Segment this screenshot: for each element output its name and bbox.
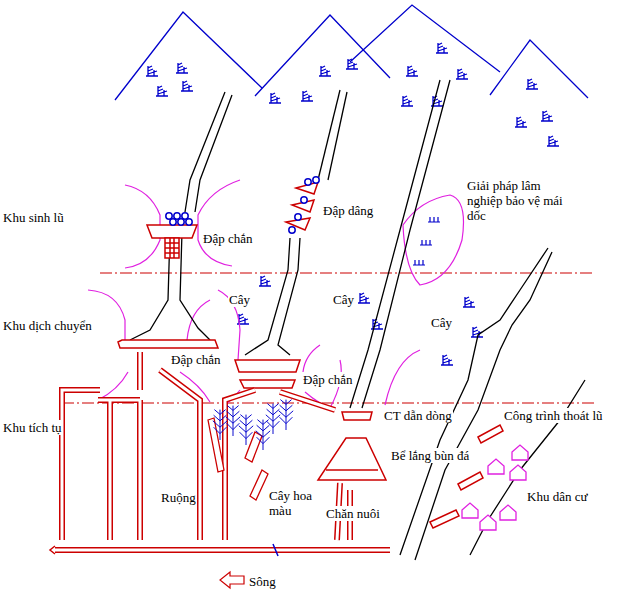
structure-label: Công trình thoát lũ — [503, 408, 604, 423]
zone-label: Khu sinh lũ — [2, 210, 65, 225]
area-label: Ruộng — [160, 490, 197, 505]
structure-label: Đập dâng — [322, 203, 374, 218]
area-label: Chăn nuôi — [325, 506, 381, 521]
tree-label: Cây — [332, 292, 355, 307]
structure-label: Đập chắn — [302, 372, 353, 387]
structure-label: Bể lắng bùn đá — [390, 448, 470, 463]
zone-label: Khu tích tụ — [2, 420, 63, 435]
area-label: Cây hoa màu — [268, 488, 322, 518]
tree-label: Cây — [228, 292, 251, 307]
structure-label: Đập chắn — [202, 231, 253, 246]
area-label: Khu dân cư — [526, 489, 588, 504]
zone-label: Khu dịch chuyển — [2, 318, 93, 333]
tree-label: Cây — [430, 315, 453, 330]
note-label: Giải pháp lâm nghiệp bảo vệ mái dốc — [466, 178, 580, 223]
structure-label: Đập chắn — [170, 352, 221, 367]
river-label: Sông — [248, 574, 277, 589]
structure-label: CT dẫn dòng — [383, 408, 453, 423]
